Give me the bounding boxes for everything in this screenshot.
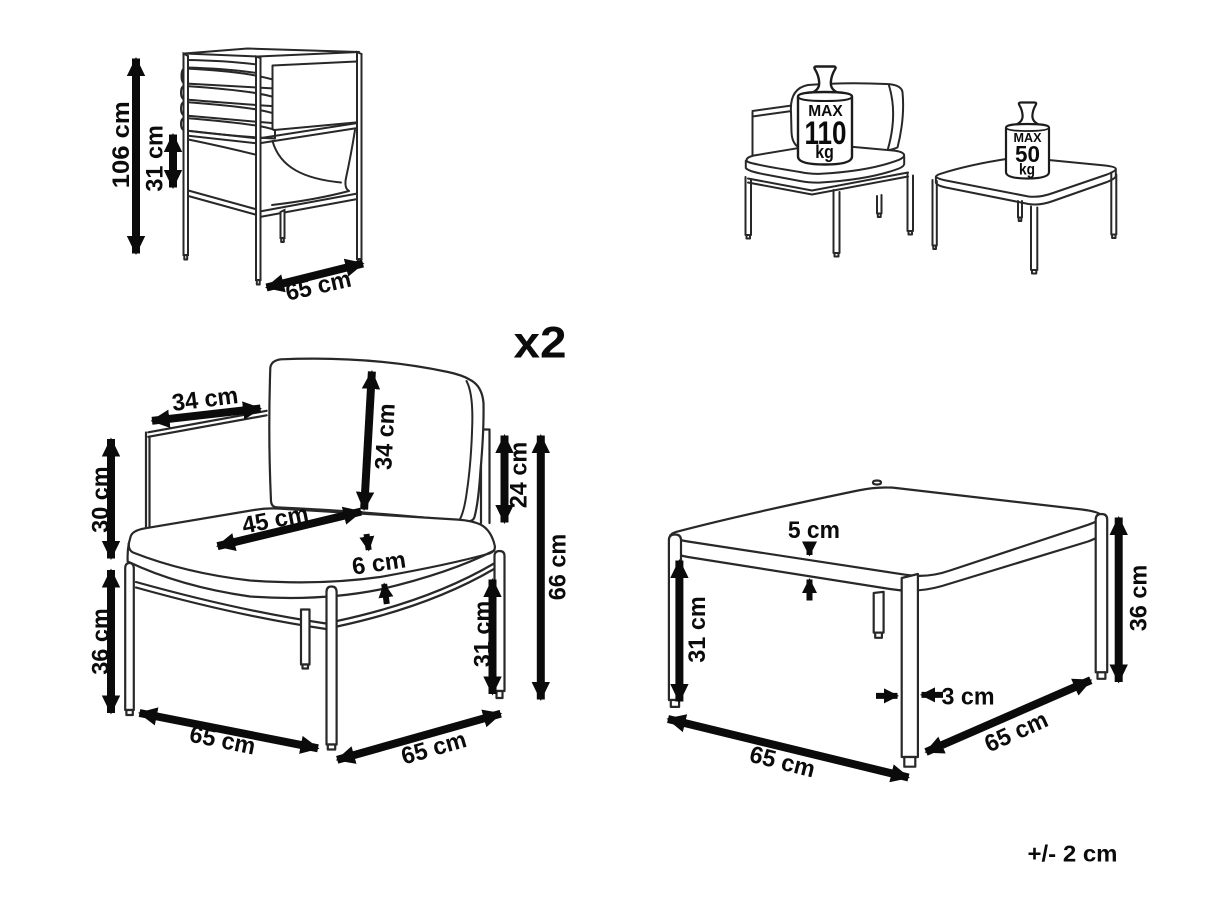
svg-text:x2: x2 [514, 319, 567, 368]
svg-text:31 cm: 31 cm [684, 596, 711, 663]
svg-text:24 cm: 24 cm [506, 442, 533, 509]
svg-text:kg: kg [815, 141, 834, 162]
svg-text:+/- 2 cm: +/- 2 cm [1028, 841, 1118, 867]
svg-text:36 cm: 36 cm [88, 608, 115, 675]
svg-text:MAX: MAX [1014, 131, 1043, 145]
svg-text:31 cm: 31 cm [470, 601, 497, 668]
svg-text:kg: kg [1019, 162, 1035, 179]
svg-text:31 cm: 31 cm [142, 125, 169, 192]
svg-text:36 cm: 36 cm [1126, 565, 1153, 632]
svg-text:106 cm: 106 cm [108, 101, 135, 188]
svg-text:30 cm: 30 cm [88, 466, 115, 532]
svg-text:5 cm: 5 cm [788, 517, 840, 544]
svg-text:50: 50 [1015, 141, 1040, 167]
svg-text:34 cm: 34 cm [370, 403, 400, 471]
svg-text:3 cm: 3 cm [942, 684, 995, 711]
svg-text:MAX: MAX [808, 103, 843, 120]
svg-text:110: 110 [805, 115, 847, 151]
svg-text:66 cm: 66 cm [545, 534, 572, 601]
